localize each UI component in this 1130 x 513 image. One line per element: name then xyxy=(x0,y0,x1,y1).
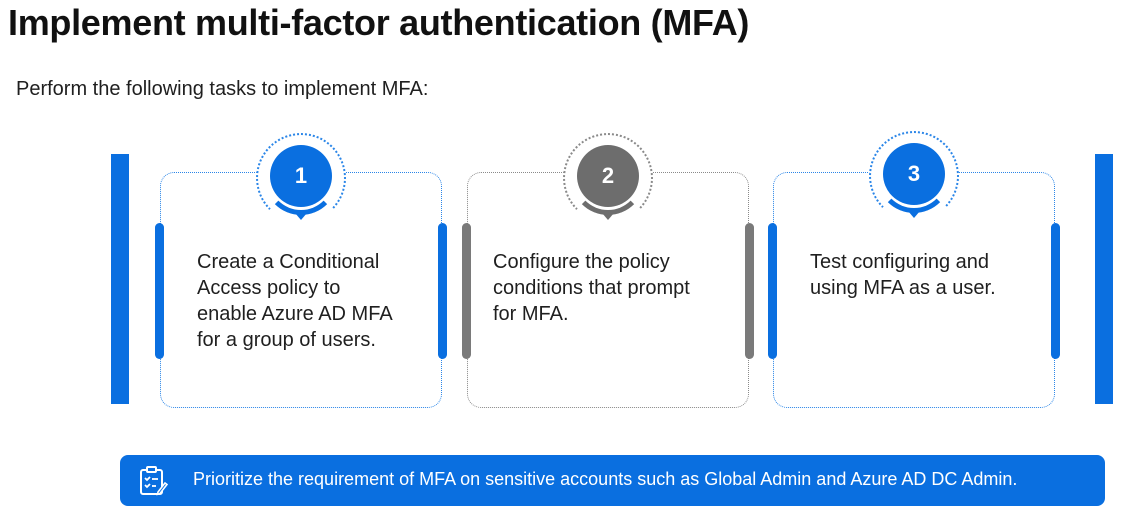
step-card-2: 2 Configure the policy conditions that p… xyxy=(462,133,754,408)
step-description-2: Configure the policy conditions that pro… xyxy=(493,249,690,327)
step-description-1: Create a Conditional Access policy to en… xyxy=(197,249,393,353)
intro-text: Perform the following tasks to implement… xyxy=(16,78,429,100)
step-2-line: conditions that prompt xyxy=(493,277,690,299)
note-banner: Prioritize the requirement of MFA on sen… xyxy=(120,455,1105,506)
right-accent-bar xyxy=(1095,154,1113,404)
step-badge-1: 1 xyxy=(256,133,346,223)
card-right-accent xyxy=(745,223,754,359)
step-1-line: for a group of users. xyxy=(197,329,376,351)
step-number-2: 2 xyxy=(577,145,639,207)
step-badge-3: 3 xyxy=(869,131,959,221)
step-2-line: Configure the policy xyxy=(493,251,670,273)
step-badge-2: 2 xyxy=(563,133,653,223)
clipboard-checklist-icon xyxy=(140,466,168,496)
step-2-line: for MFA. xyxy=(493,303,569,325)
card-right-accent xyxy=(1051,223,1060,359)
step-description-3: Test configuring and using MFA as a user… xyxy=(810,249,996,301)
step-1-line: Create a Conditional xyxy=(197,251,380,273)
step-number-3: 3 xyxy=(883,143,945,205)
step-3-line: Test configuring and xyxy=(810,251,990,273)
card-right-accent xyxy=(438,223,447,359)
step-card-1: 1 Create a Conditional Access policy to … xyxy=(155,133,447,408)
card-left-accent xyxy=(768,223,777,359)
step-1-line: Access policy to xyxy=(197,277,341,299)
left-accent-bar xyxy=(111,154,129,404)
card-left-accent xyxy=(155,223,164,359)
step-1-line: enable Azure AD MFA xyxy=(197,303,393,325)
card-left-accent xyxy=(462,223,471,359)
step-card-3: 3 Test configuring and using MFA as a us… xyxy=(768,131,1060,408)
note-text: Prioritize the requirement of MFA on sen… xyxy=(193,469,1018,489)
step-number-1: 1 xyxy=(270,145,332,207)
step-3-line: using MFA as a user. xyxy=(810,277,996,299)
page-title: Implement multi-factor authentication (M… xyxy=(8,2,750,43)
